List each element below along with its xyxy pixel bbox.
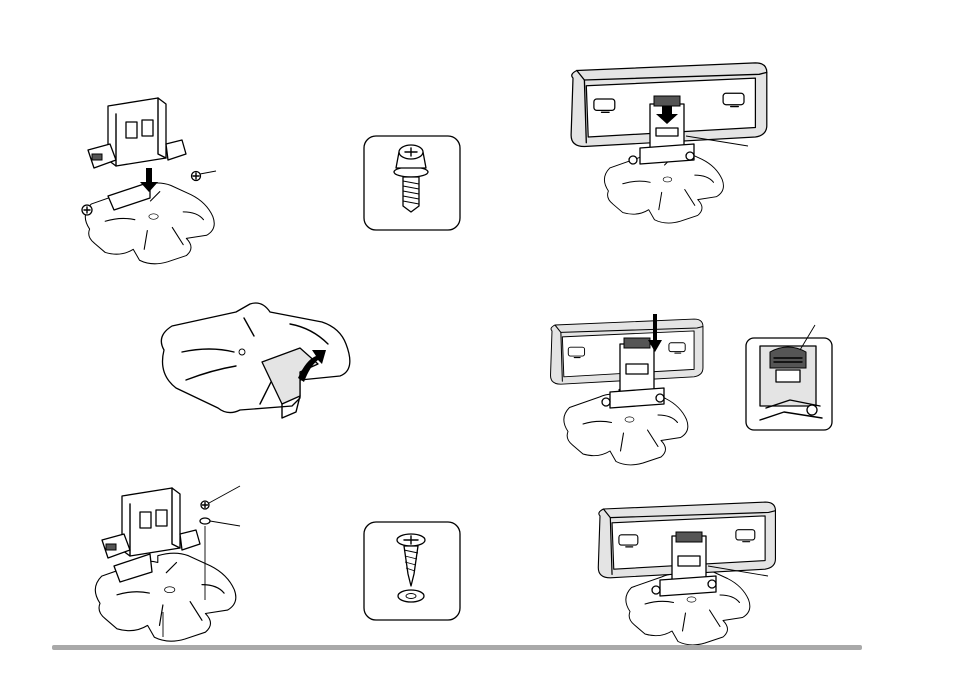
- console-lock-push-down-illustration: [551, 314, 703, 465]
- tapping-screw-with-washer-icon: [364, 522, 460, 620]
- screw-right-icon: [192, 172, 201, 181]
- hex-washer-head-screw-icon: [364, 136, 460, 230]
- console-slide-on-bracket-illustration: [571, 63, 767, 223]
- lock-tab-detail-illustration: [746, 325, 832, 430]
- console-installed-on-base-illustration: [598, 502, 775, 645]
- tapping-screw-small-icon: [201, 501, 209, 509]
- screw-left-icon: [82, 205, 92, 215]
- footer-rule: [52, 645, 862, 650]
- mounting-base-tab-fold-illustration: [161, 303, 350, 418]
- bracket-mount-screws-illustration: [82, 98, 216, 264]
- bracket-tapping-screw-illustration: [95, 486, 240, 641]
- washer-small-icon: [200, 518, 210, 524]
